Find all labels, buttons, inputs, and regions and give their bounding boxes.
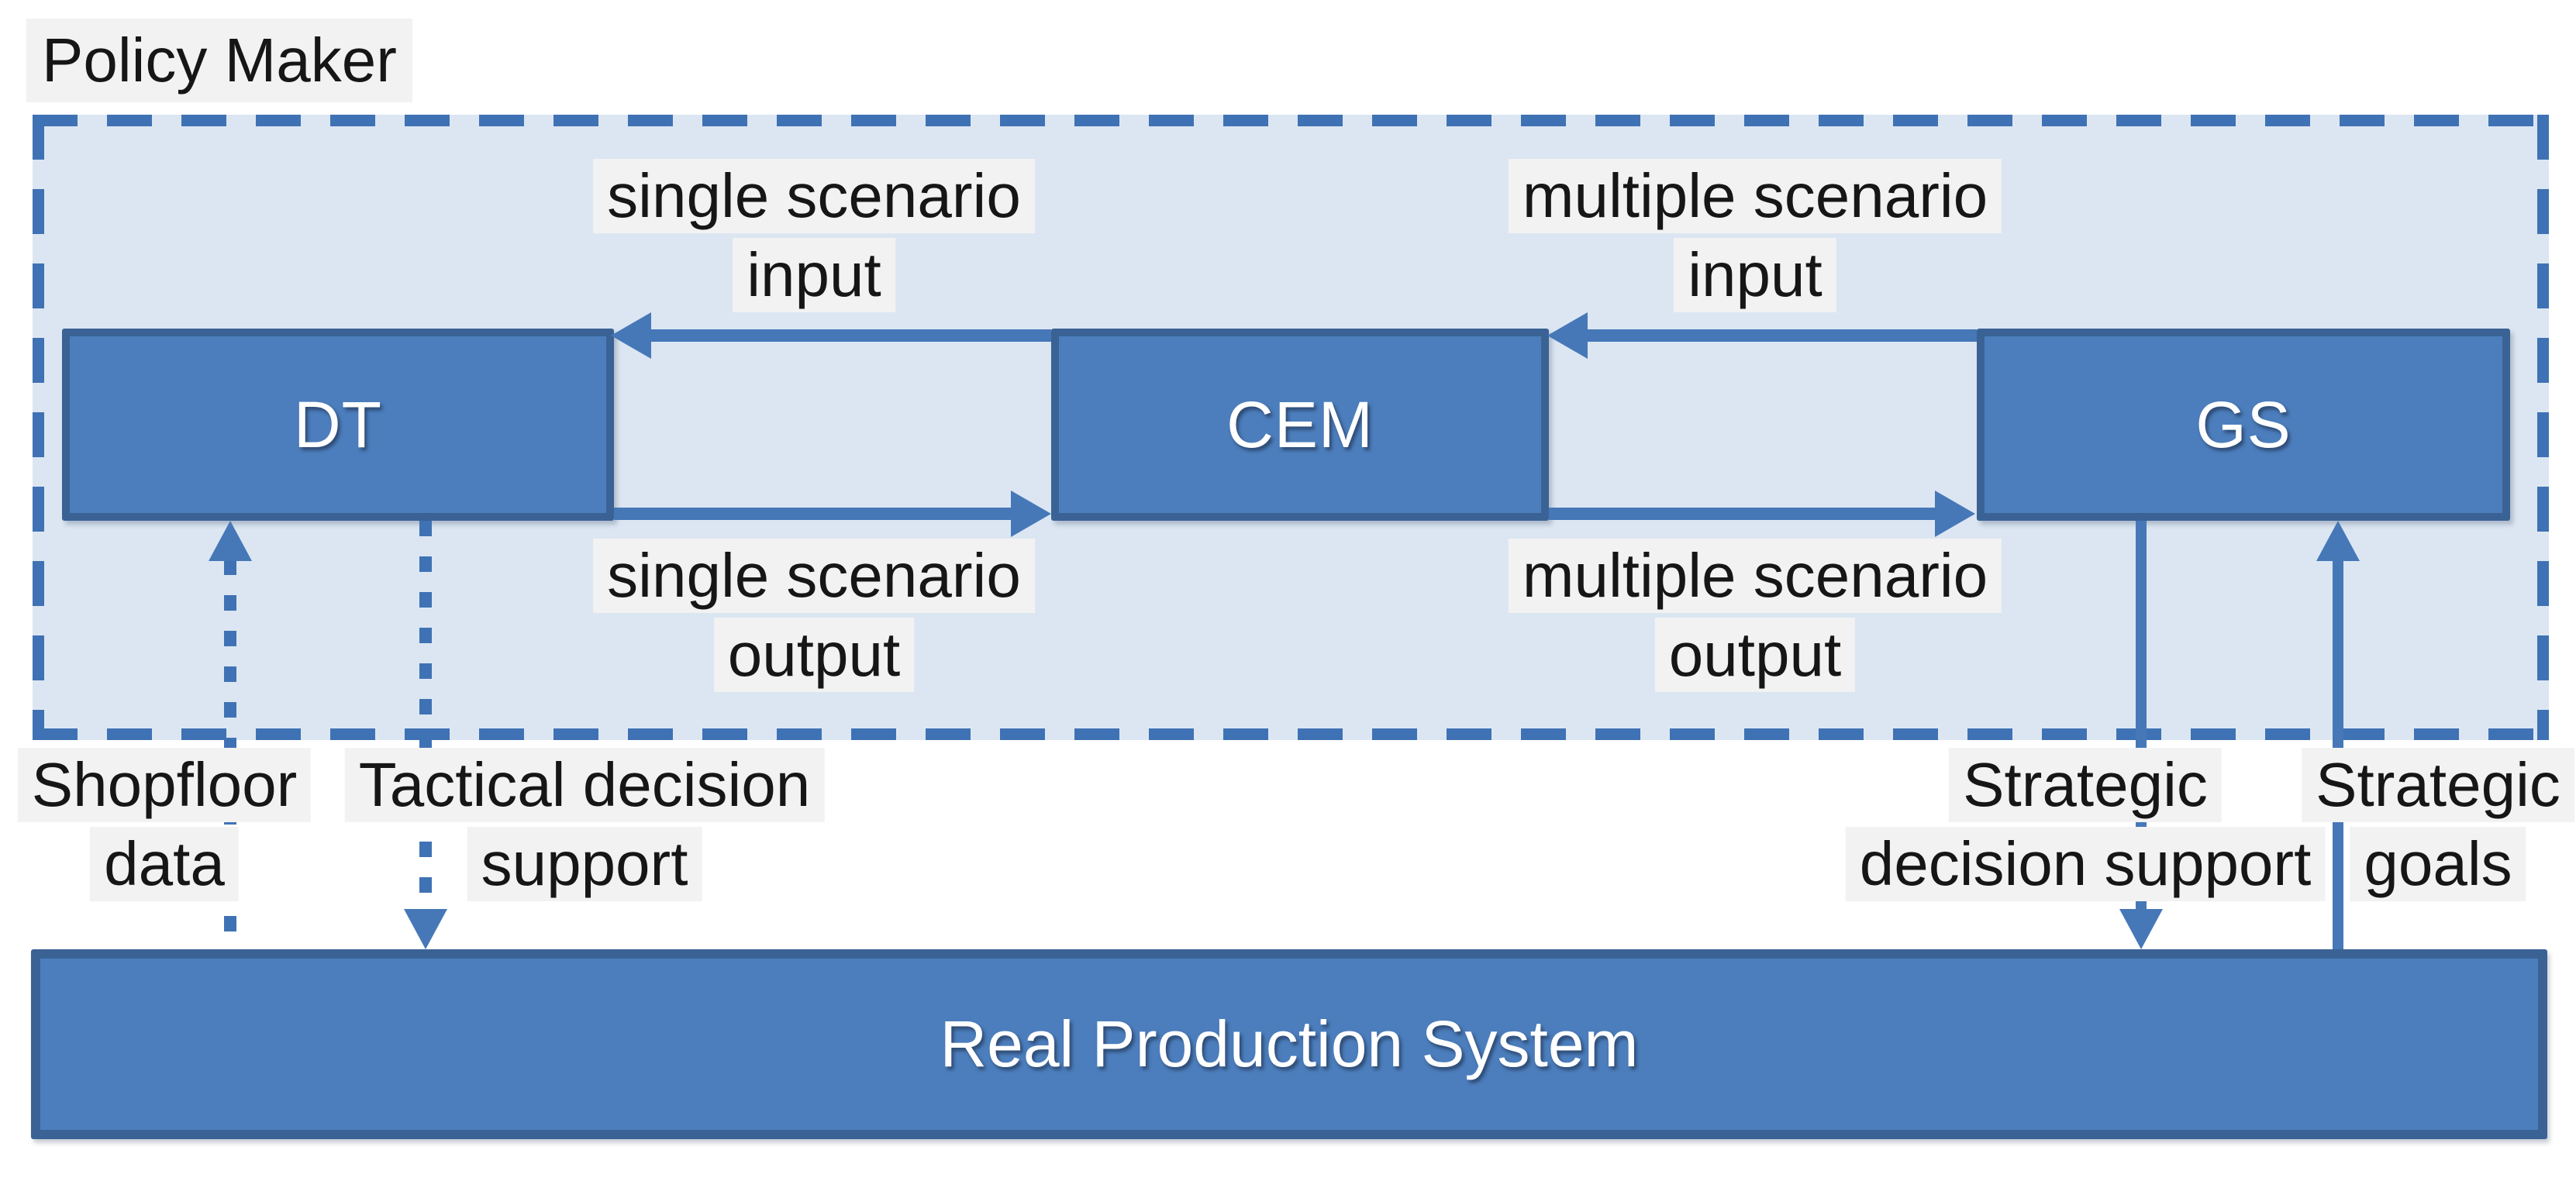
tactical-decision-support-arrow-head — [404, 909, 447, 949]
flow-label-row: multiple scenario — [1508, 539, 2002, 613]
module-label-dt: DT — [294, 387, 382, 461]
flow-label-line: input — [733, 238, 895, 312]
flow-label-line: multiple scenario — [1508, 539, 2002, 613]
multiple-scenario-input-arrow-line — [1585, 329, 1977, 342]
io-label-line: Strategic — [2302, 748, 2574, 822]
panel-dashed-border-bottom — [33, 728, 2549, 740]
io-label-line: decision support — [1845, 827, 2326, 901]
io-label-row: decision support — [1845, 827, 2326, 901]
flow-label-line: multiple scenario — [1508, 159, 2002, 233]
panel-dashed-border-left — [33, 115, 44, 740]
strategic-goals-arrow-head — [2316, 521, 2360, 561]
flow-label-line: input — [1674, 238, 1836, 312]
flow-label-multiple-scenario-output: multiple scenario output — [1508, 539, 2002, 697]
flow-label-line: single scenario — [593, 159, 1035, 233]
single-scenario-output-arrow-head — [1011, 491, 1051, 537]
io-label-row: data — [18, 827, 311, 901]
io-label-line: data — [90, 827, 239, 901]
multiple-scenario-input-arrow-head — [1547, 312, 1588, 359]
panel-dashed-border-right — [2537, 115, 2549, 740]
io-label-row: support — [345, 827, 825, 901]
flow-label-row: single scenario — [593, 159, 1035, 233]
io-label-line: support — [467, 827, 702, 901]
module-box-gs: GS — [1977, 329, 2510, 521]
single-scenario-input-arrow-head — [611, 312, 651, 359]
multiple-scenario-output-arrow-line — [1549, 508, 1936, 520]
single-scenario-output-arrow-line — [614, 508, 1012, 520]
io-label-line: goals — [2350, 827, 2526, 901]
strategic-decision-support-arrow-head — [2119, 909, 2163, 949]
flow-label-row: single scenario — [593, 539, 1035, 613]
io-label-row: Strategic — [2302, 748, 2574, 822]
flow-label-row: output — [1509, 618, 2002, 692]
module-box-cem: CEM — [1051, 329, 1549, 521]
flow-label-row: input — [1509, 238, 2002, 312]
io-label-shopfloor-data: Shopfloor data — [17, 748, 312, 906]
io-label-strategic-goals: Strategic goals — [2302, 748, 2574, 906]
policy-maker-caption: Policy Maker — [26, 19, 412, 102]
module-box-dt: DT — [62, 329, 614, 521]
real-production-system-box: Real Production System — [31, 949, 2547, 1139]
io-label-strategic-decision-support: Strategic decision support — [1845, 748, 2326, 906]
real-production-system-label: Real Production System — [940, 1007, 1639, 1080]
flow-label-single-scenario-output: single scenario output — [593, 539, 1035, 697]
policy-maker-caption-text: Policy Maker — [26, 19, 412, 102]
panel-dashed-border-top — [33, 115, 2549, 126]
io-label-line: Tactical decision — [344, 748, 825, 822]
flow-label-row: multiple scenario — [1508, 159, 2002, 233]
multiple-scenario-output-arrow-head — [1935, 491, 1975, 537]
io-label-tactical-decision-support: Tactical decision support — [344, 748, 825, 906]
flow-label-row: output — [593, 618, 1035, 692]
io-label-line: Shopfloor — [17, 748, 312, 822]
flow-label-line: output — [1654, 618, 1856, 692]
io-label-row: Strategic — [1846, 748, 2326, 822]
flow-label-single-scenario-input: single scenario input — [593, 159, 1035, 317]
shopfloor-data-arrow-head — [209, 521, 252, 561]
module-label-cem: CEM — [1226, 387, 1374, 461]
io-label-line: Strategic — [1949, 748, 2222, 822]
single-scenario-input-arrow-line — [648, 329, 1051, 342]
flow-label-line: output — [713, 618, 915, 692]
module-label-gs: GS — [2195, 387, 2292, 461]
io-label-row: goals — [2302, 827, 2574, 901]
io-label-row: Shopfloor — [17, 748, 312, 822]
flow-label-multiple-scenario-input: multiple scenario input — [1508, 159, 2002, 317]
flow-label-row: input — [593, 238, 1035, 312]
flow-label-line: single scenario — [593, 539, 1035, 613]
io-label-row: Tactical decision — [344, 748, 825, 822]
